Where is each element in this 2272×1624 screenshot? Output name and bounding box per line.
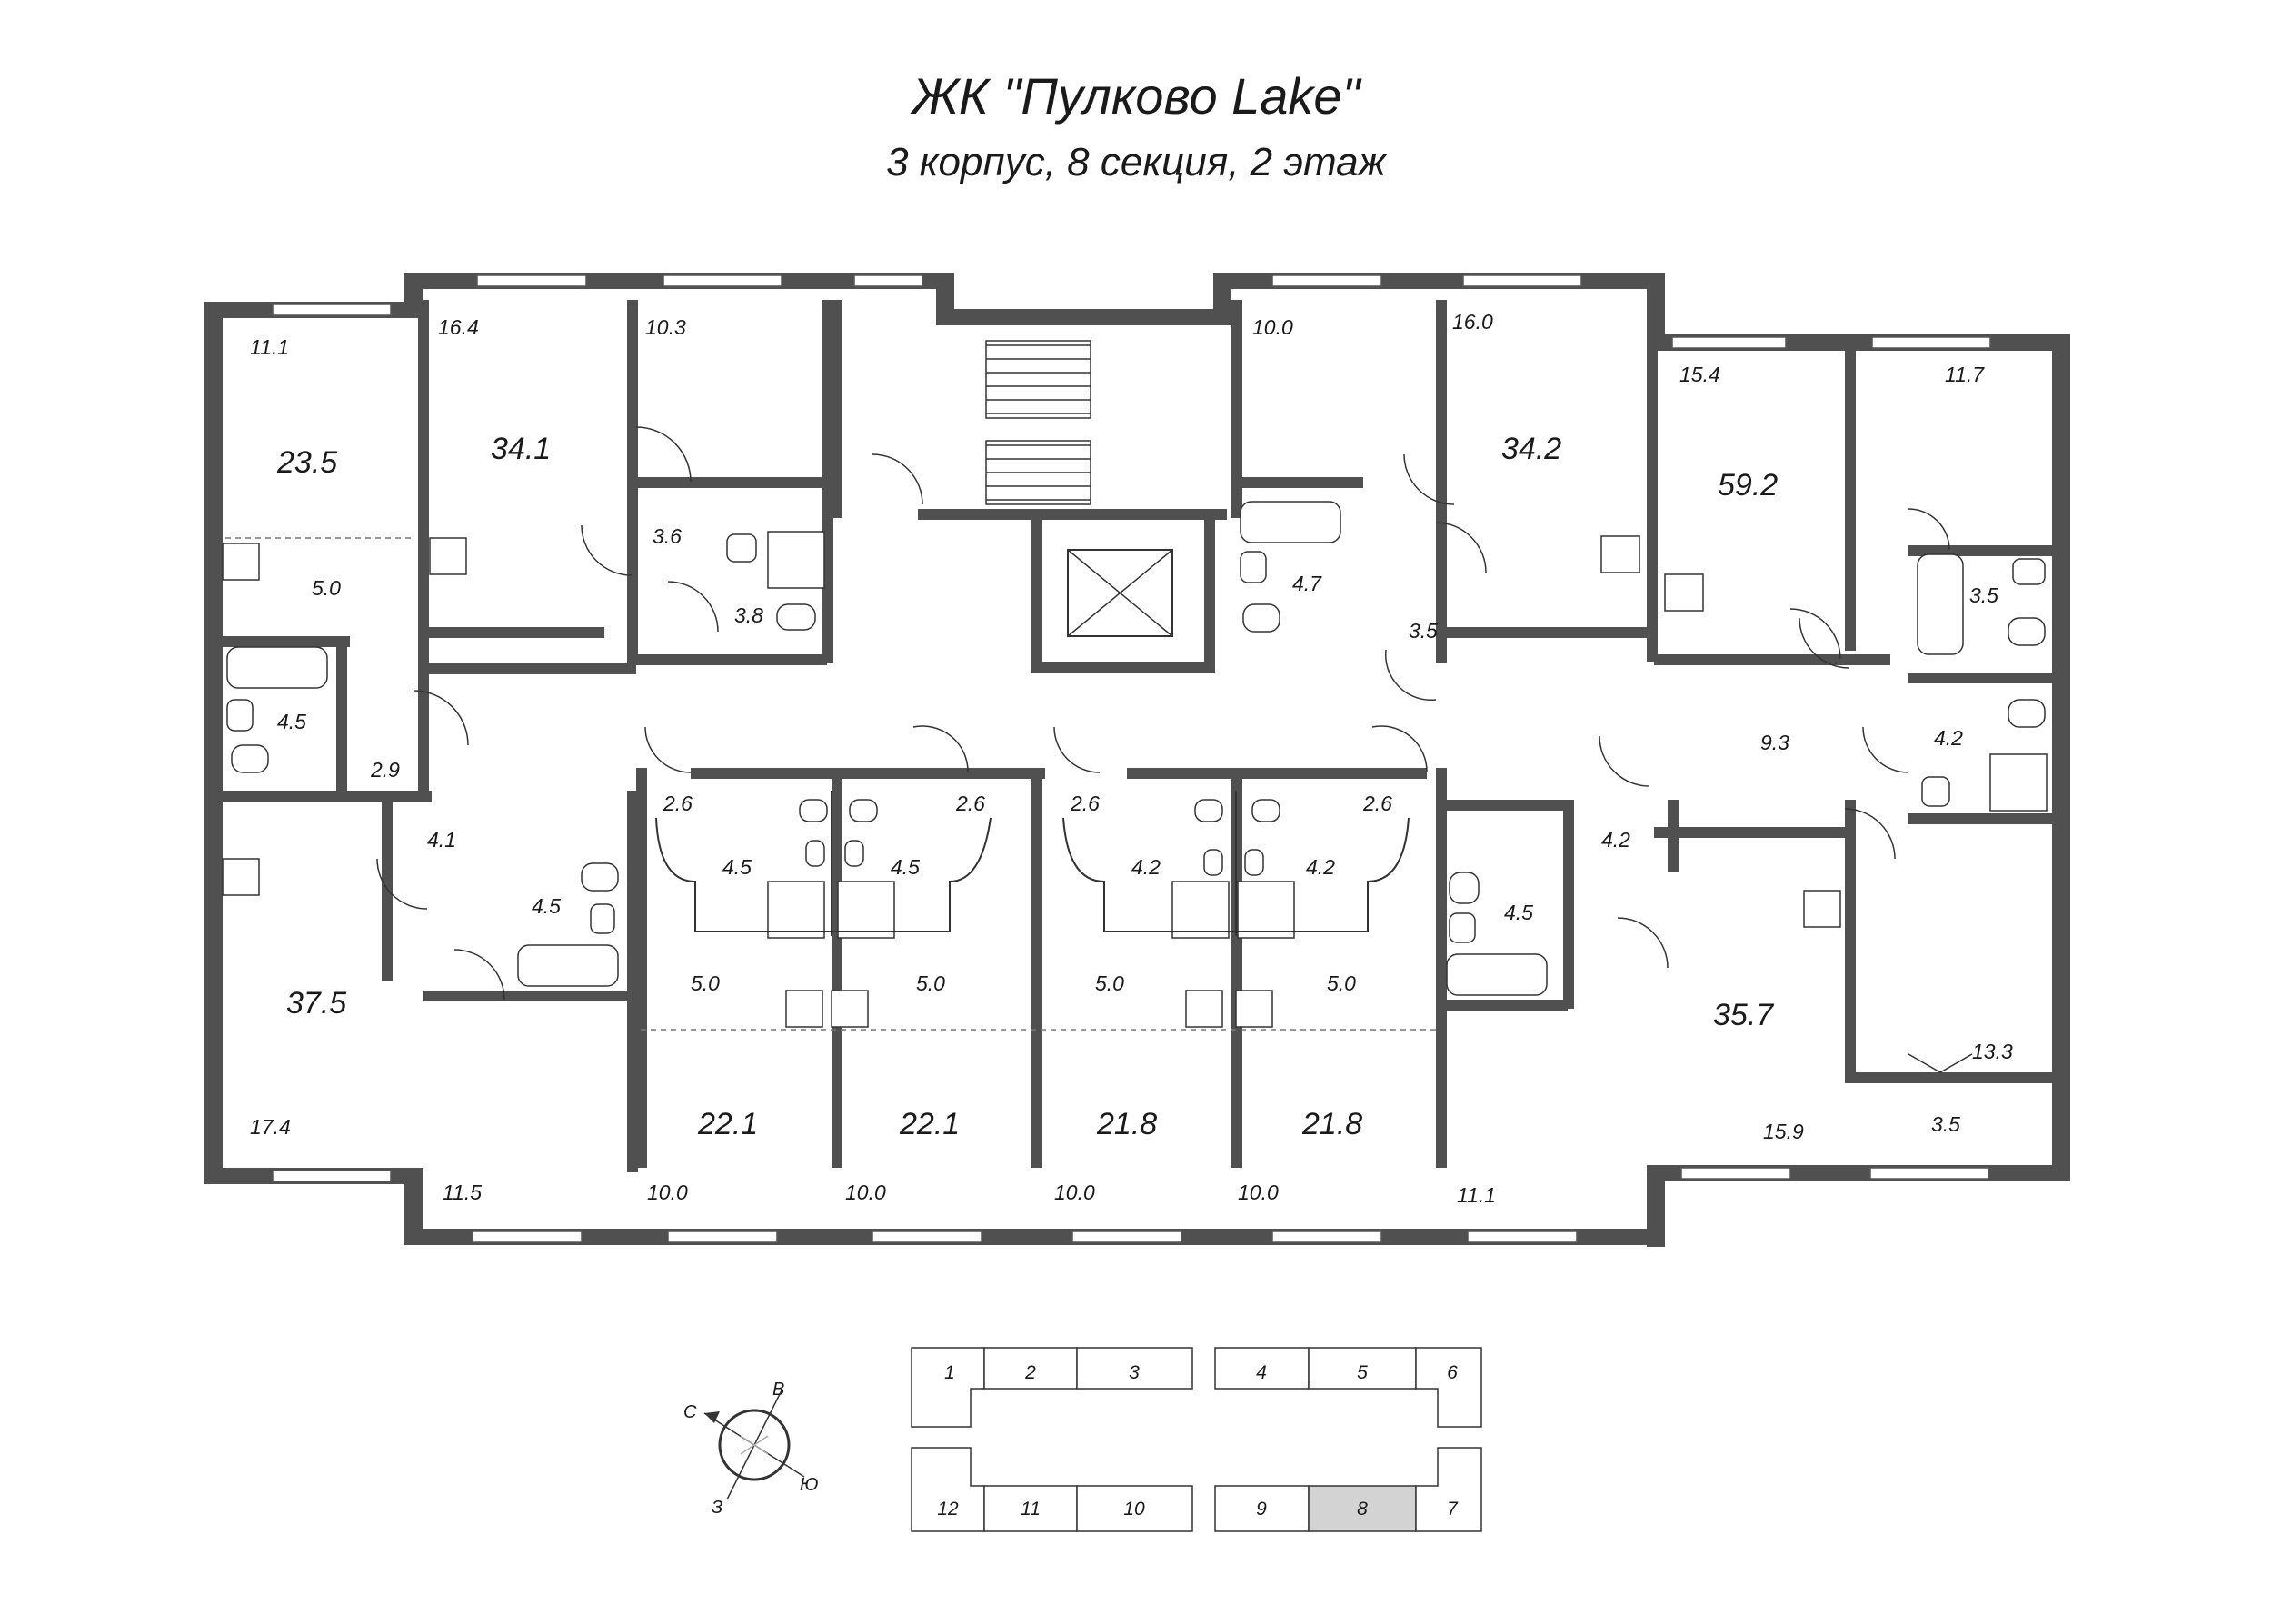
interior-walls — [223, 300, 2054, 1172]
a2-hall-area: 3.6 — [653, 524, 682, 548]
a7-room-area: 10.0 — [845, 1181, 886, 1204]
a5-total-area: 37.5 — [286, 986, 346, 1021]
a1-kitchen-area: 5.0 — [312, 576, 341, 600]
a2-room1-area: 16.4 — [438, 315, 479, 339]
key-section-6: 6 — [1447, 1362, 1458, 1383]
a5-bath-area: 4.5 — [532, 894, 561, 918]
a2-total-area: 34.1 — [491, 432, 551, 466]
a9-kitchen-area: 5.0 — [1327, 971, 1356, 995]
a5-room-area: 17.4 — [250, 1115, 291, 1139]
a7-total-area: 22.1 — [899, 1107, 960, 1141]
active-section-highlight — [1308, 1485, 1417, 1532]
a9-room-area: 10.0 — [1238, 1181, 1279, 1204]
a1-total-area: 23.5 — [276, 445, 337, 480]
key-section-4: 4 — [1256, 1362, 1267, 1383]
a5-hall-area: 4.1 — [427, 828, 456, 852]
a1-room-area: 11.1 — [250, 335, 289, 359]
a9-total-area: 21.8 — [1301, 1107, 1362, 1141]
a8-hall-area: 2.6 — [1070, 792, 1100, 815]
key-section-12: 12 — [937, 1499, 959, 1519]
a6-bath-area: 4.5 — [722, 855, 752, 879]
key-section-10: 10 — [1123, 1499, 1145, 1519]
door-swings — [376, 426, 1973, 1073]
a4-room1-area: 15.4 — [1679, 363, 1720, 386]
a1-hall-area: 2.9 — [370, 758, 400, 782]
key-section-9: 9 — [1256, 1499, 1267, 1519]
a6-kitchen-area: 5.0 — [691, 971, 720, 995]
a2-room2-area: 10.3 — [645, 315, 686, 339]
a4-total-area: 59.2 — [1718, 468, 1778, 503]
a8-total-area: 21.8 — [1096, 1107, 1157, 1141]
a3-room2-area: 16.0 — [1452, 310, 1493, 334]
key-section-2: 2 — [1024, 1362, 1036, 1383]
a2-bath-area: 3.8 — [734, 603, 763, 627]
a10-bath-area: 4.5 — [1504, 901, 1533, 924]
a3-hall-area: 3.5 — [1409, 619, 1438, 643]
kitchen-dividers — [225, 537, 1436, 1031]
compass-south: Ю — [800, 1475, 818, 1495]
a3-total-area: 34.2 — [1501, 432, 1561, 466]
key-section-1: 1 — [944, 1362, 955, 1383]
a8-bath-area: 4.2 — [1131, 855, 1161, 879]
a10-hall-area: 4.2 — [1601, 828, 1630, 852]
a4-room2-area: 11.7 — [1945, 363, 1985, 386]
fixtures — [222, 501, 2048, 1028]
a6-hall-area: 2.6 — [663, 792, 693, 815]
a7-kitchen-area: 5.0 — [916, 971, 945, 995]
compass: С В Ю З — [683, 1380, 818, 1518]
key-section-8: 8 — [1357, 1499, 1368, 1519]
a4-hall-area: 9.3 — [1760, 731, 1789, 754]
area-labels: 11.1 23.5 5.0 4.5 2.9 16.4 34.1 10.3 3.6… — [250, 310, 2013, 1207]
compass-east: В — [772, 1380, 784, 1400]
a10-room3-area: 13.3 — [1972, 1040, 2013, 1063]
windows — [272, 274, 1991, 1243]
a3-bath-area: 4.7 — [1292, 572, 1322, 595]
a3-room1-area: 10.0 — [1252, 315, 1293, 339]
a9-hall-area: 2.6 — [1362, 792, 1392, 815]
key-plan: 1 2 3 4 5 6 12 11 10 9 8 7 — [911, 1347, 1482, 1532]
compass-west: З — [712, 1498, 722, 1518]
key-section-11: 11 — [1021, 1499, 1041, 1519]
key-section-7: 7 — [1447, 1499, 1459, 1519]
exterior-walls — [204, 273, 2070, 1247]
key-section-5: 5 — [1357, 1362, 1368, 1383]
a4-bath2-area: 4.2 — [1934, 726, 1963, 750]
a5-room2-area: 11.5 — [443, 1181, 482, 1204]
a6-room-area: 10.0 — [647, 1181, 688, 1204]
a9-bath-area: 4.2 — [1306, 855, 1335, 879]
a6-total-area: 22.1 — [697, 1107, 758, 1141]
a10-room2-area: 15.9 — [1763, 1120, 1804, 1143]
a1-bath-area: 4.5 — [277, 710, 306, 733]
plan-subtitle: 3 корпус, 8 секция, 2 этаж — [886, 140, 1388, 184]
plan-title: ЖК "Пулково Lake" — [910, 67, 1362, 125]
a8-room-area: 10.0 — [1054, 1181, 1095, 1204]
a10-balcony-area: 3.5 — [1931, 1112, 1960, 1136]
a8-kitchen-area: 5.0 — [1095, 971, 1124, 995]
a10-total-area: 35.7 — [1713, 998, 1774, 1032]
key-section-3: 3 — [1129, 1362, 1140, 1383]
a4-bath1-area: 3.5 — [1969, 583, 1998, 607]
a7-hall-area: 2.6 — [955, 792, 985, 815]
a10-room1-area: 11.1 — [1457, 1183, 1496, 1207]
compass-north: С — [683, 1402, 697, 1422]
a7-bath-area: 4.5 — [891, 855, 920, 879]
